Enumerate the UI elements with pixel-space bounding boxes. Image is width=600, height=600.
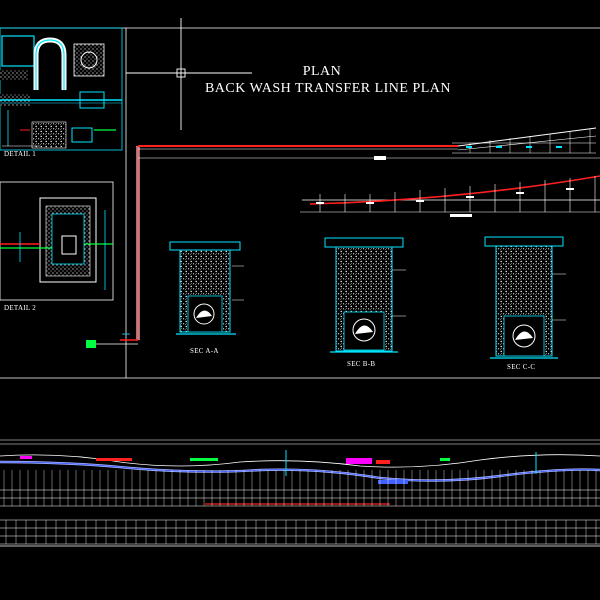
detail-2-drawing	[0, 181, 114, 301]
profile-station-ticks	[3, 470, 597, 506]
drawing-title: BACK WASH TRANSFER LINE PLAN	[204, 81, 452, 96]
section-b-b-label: SEC B-B	[347, 360, 376, 368]
section-a-a-label: SEC A-A	[190, 347, 219, 355]
plan-label: PLAN	[302, 64, 342, 79]
middle-profile-strip	[300, 175, 600, 217]
upper-profile-strip	[452, 127, 597, 154]
detail-1-drawing	[0, 27, 123, 151]
profile-table-columns	[5, 520, 597, 544]
cad-crosshair[interactable]	[126, 18, 252, 130]
section-b-b-drawing	[324, 237, 406, 353]
detail-2-label: DETAIL 2	[4, 304, 37, 312]
section-a-a-drawing	[169, 241, 244, 335]
section-c-c-label: SEC C-C	[507, 363, 536, 371]
section-c-c-drawing	[484, 236, 566, 359]
detail-1-label: DETAIL 1	[4, 150, 37, 158]
backwash-pipe-run	[86, 145, 600, 348]
